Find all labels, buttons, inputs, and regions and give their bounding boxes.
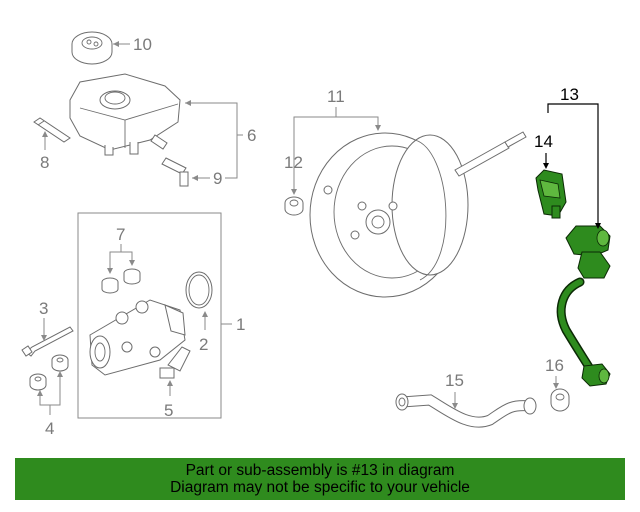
callout-4: 4 xyxy=(45,419,54,438)
reservoir-pin[interactable] xyxy=(33,117,71,143)
callout-3-leader xyxy=(41,318,47,341)
callout-16-leader xyxy=(553,376,559,389)
footer-line-2: Diagram may not be specific to your vehi… xyxy=(170,479,470,496)
footer-line-1: Part or sub-assembly is #13 in diagram xyxy=(185,462,455,479)
callout-14-leader xyxy=(543,153,549,169)
callout-14: 14 xyxy=(534,132,553,151)
callout-2-leader xyxy=(202,311,208,330)
callout-10-leader xyxy=(113,41,130,47)
bolt[interactable] xyxy=(21,326,74,357)
callout-12: 12 xyxy=(284,153,303,172)
callout-1: 1 xyxy=(236,315,245,334)
callout-13: 13 xyxy=(560,85,579,104)
callout-6-leader xyxy=(185,100,243,179)
brake-booster[interactable] xyxy=(309,131,527,298)
vacuum-hose[interactable] xyxy=(556,225,611,387)
master-cylinder-group-box xyxy=(77,212,222,419)
callout-8-leader xyxy=(42,131,48,150)
callout-16: 16 xyxy=(545,356,564,375)
nut-left[interactable] xyxy=(29,373,47,391)
parts-diagram: 10 6 8 9 1 xyxy=(21,31,611,438)
callout-13-leader xyxy=(547,103,601,229)
callout-9-leader xyxy=(192,175,210,181)
footer-banner: Part or sub-assembly is #13 in diagram D… xyxy=(15,458,625,500)
callout-11-leader xyxy=(293,107,381,178)
callout-8: 8 xyxy=(40,153,49,172)
callout-12-leader xyxy=(291,178,297,195)
booster-grommet[interactable] xyxy=(284,196,304,216)
reservoir-cap[interactable] xyxy=(71,31,113,65)
o-ring[interactable] xyxy=(185,271,213,309)
callout-5: 5 xyxy=(164,401,173,420)
callout-5-leader xyxy=(167,380,173,396)
callout-3: 3 xyxy=(39,299,48,318)
callout-6: 6 xyxy=(247,126,256,145)
callout-4-leader xyxy=(37,371,63,415)
grommet-left[interactable] xyxy=(101,277,119,294)
callout-7: 7 xyxy=(116,225,125,244)
check-valve[interactable] xyxy=(535,169,567,219)
pressure-sensor[interactable] xyxy=(159,346,191,379)
callout-7-leader xyxy=(107,244,135,274)
callout-10: 10 xyxy=(133,35,152,54)
callout-9: 9 xyxy=(213,169,222,188)
fluid-level-sensor[interactable] xyxy=(161,157,189,187)
callout-11: 11 xyxy=(327,87,345,106)
vacuum-line[interactable] xyxy=(395,393,537,428)
brake-fluid-reservoir[interactable] xyxy=(69,73,181,156)
nut-right[interactable] xyxy=(51,354,69,372)
grommet-right[interactable] xyxy=(123,268,141,285)
master-cylinder[interactable] xyxy=(89,299,186,376)
callout-15-leader xyxy=(452,392,458,409)
hose-grommet[interactable] xyxy=(550,388,570,412)
callout-2: 2 xyxy=(199,335,208,354)
callout-15: 15 xyxy=(445,371,464,390)
